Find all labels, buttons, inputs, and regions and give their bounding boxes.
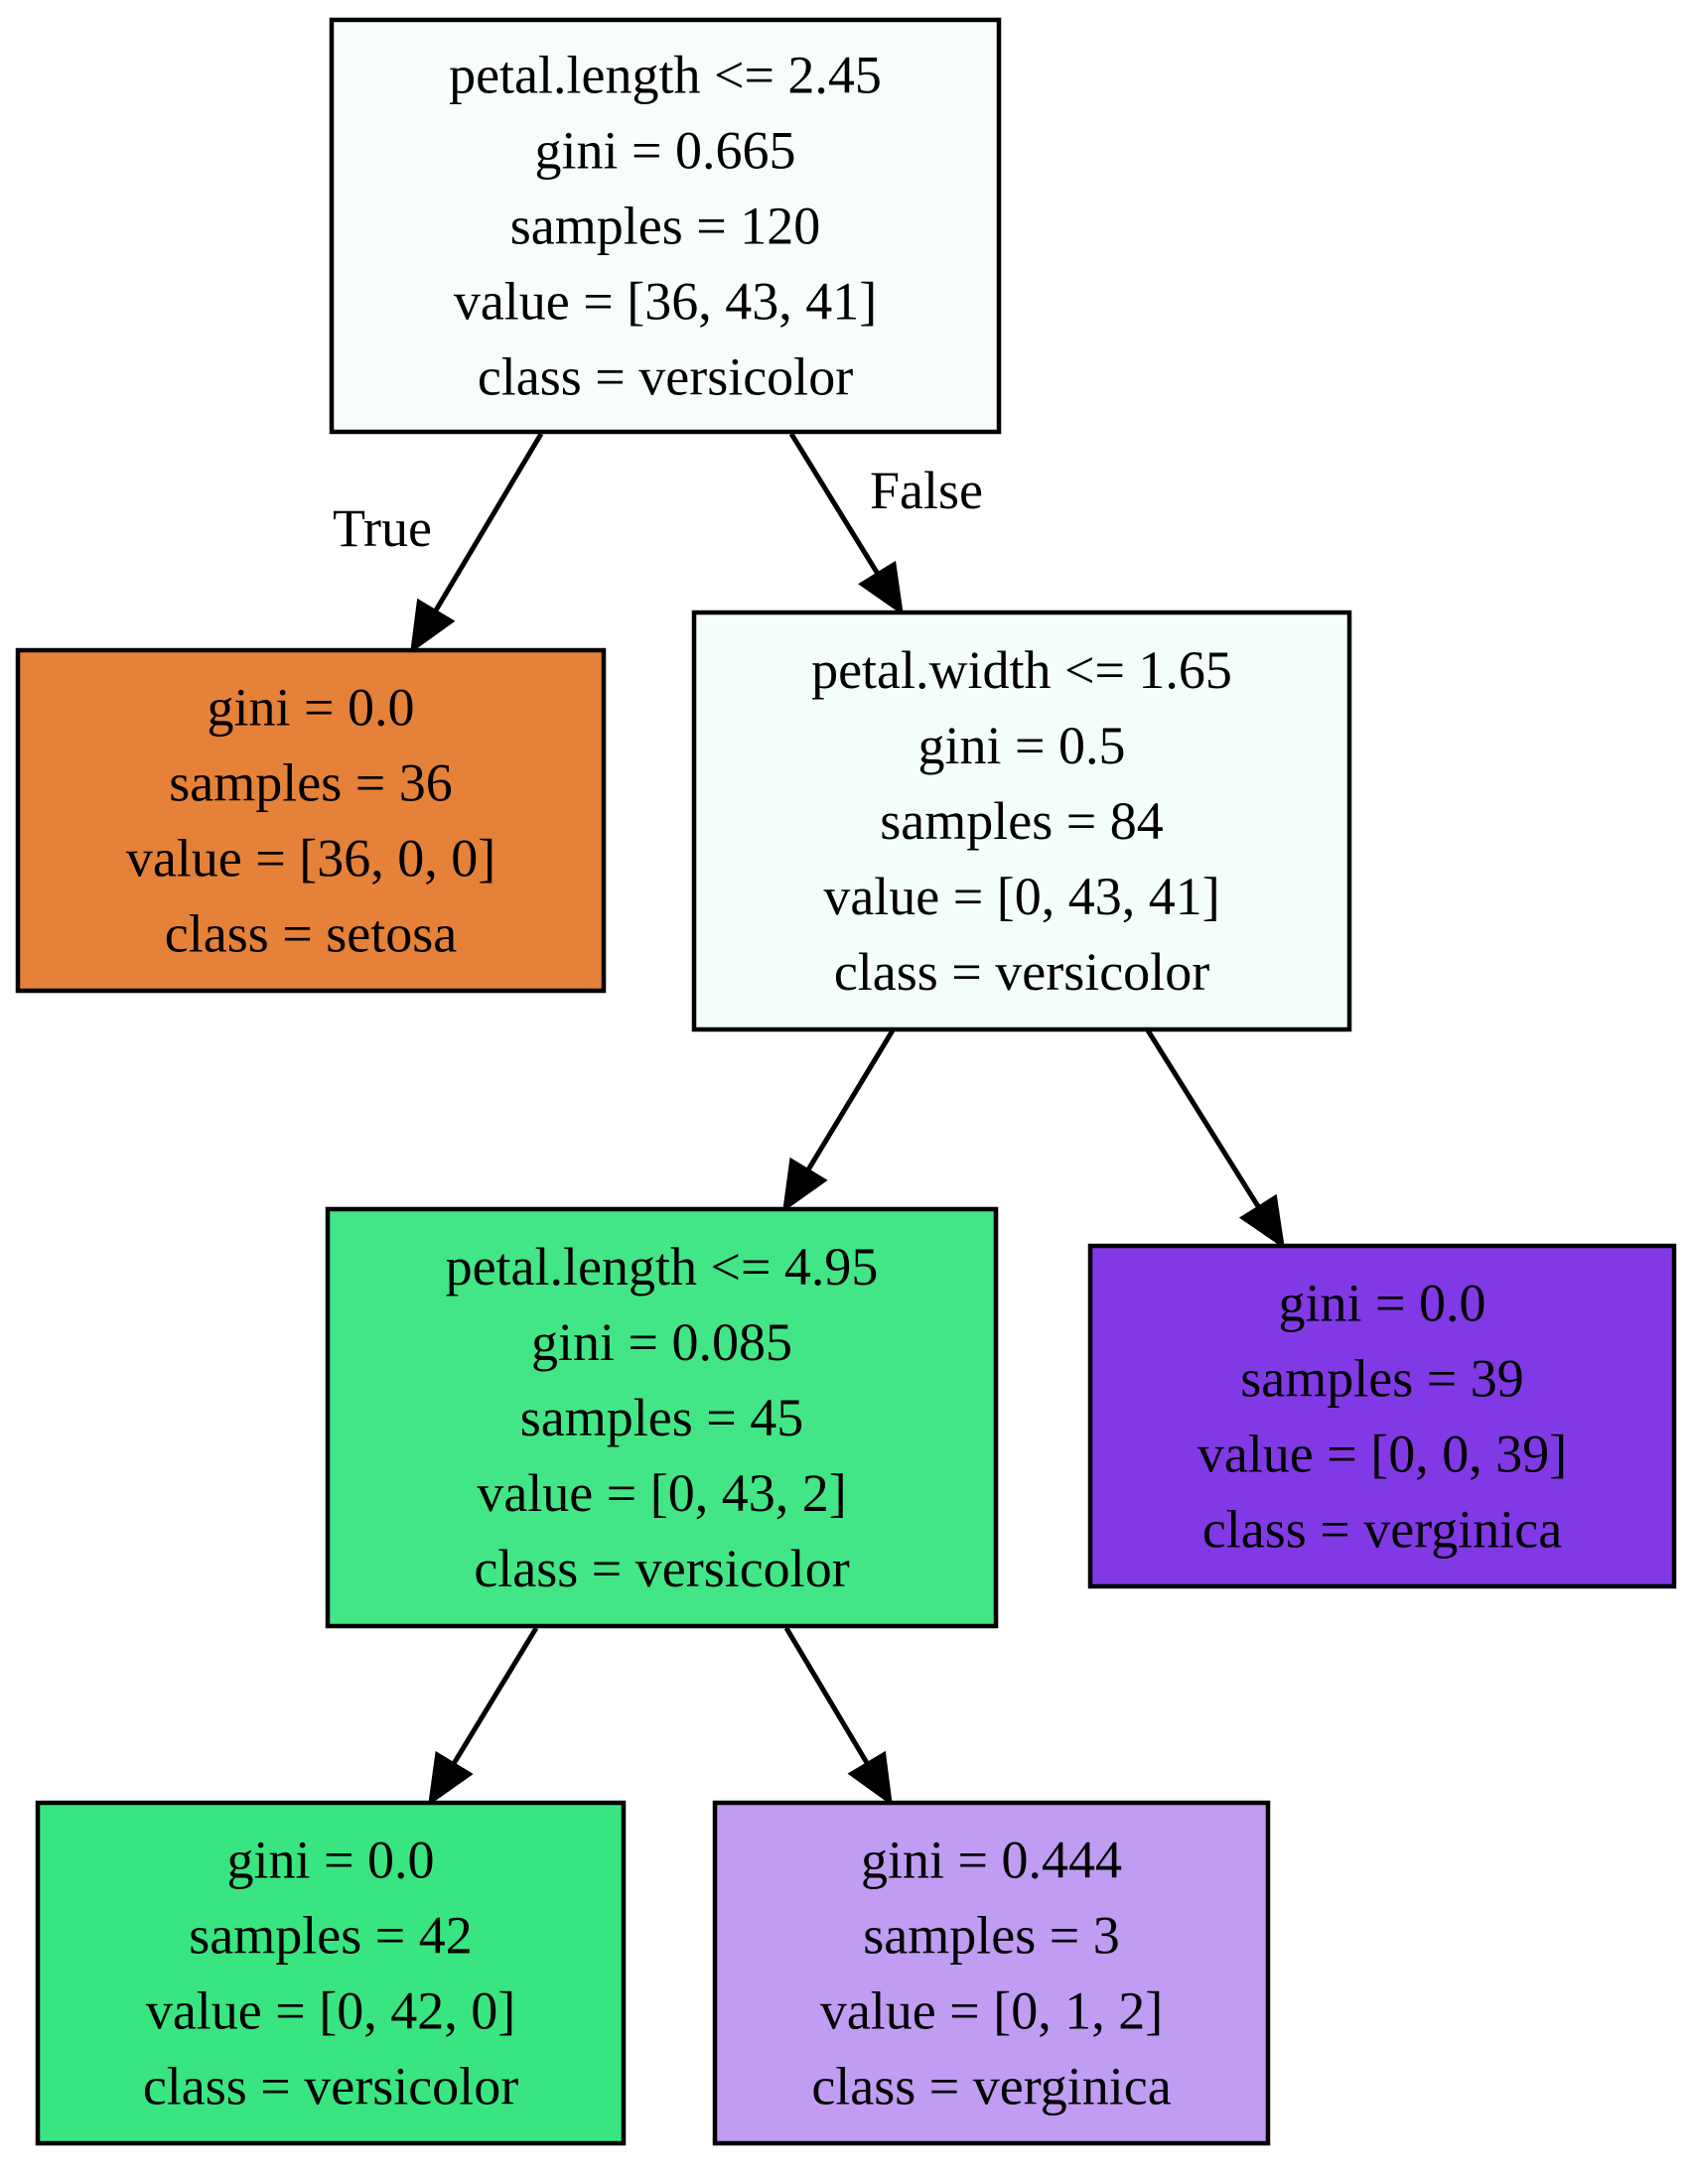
node-line: samples = 45 xyxy=(520,1388,803,1447)
node-line: class = verginica xyxy=(811,2057,1171,2116)
node-line: samples = 36 xyxy=(169,753,452,813)
node-line: class = setosa xyxy=(165,904,457,964)
node-box xyxy=(691,610,1352,1032)
tree-edge xyxy=(428,1626,539,1807)
node-box xyxy=(1087,1243,1677,1589)
edges-layer: True False xyxy=(333,432,1285,1807)
node-box xyxy=(325,1206,999,1629)
node-line: petal.width <= 1.65 xyxy=(811,640,1232,700)
node-line: gini = 0.665 xyxy=(535,121,796,181)
node-line: gini = 0.085 xyxy=(531,1312,792,1372)
node-box xyxy=(35,1800,627,2146)
node-line: samples = 42 xyxy=(189,1906,472,1966)
arrowhead-icon xyxy=(858,560,904,616)
node-line: value = [0, 1, 2] xyxy=(820,1981,1163,2041)
edge-line xyxy=(788,432,880,576)
node-line: samples = 3 xyxy=(863,1906,1119,1966)
tree-edge xyxy=(782,1028,896,1213)
tree-node-verginica-leaf-pure: gini = 0.0 samples = 39 value = [0, 0, 39]… xyxy=(1087,1243,1677,1589)
node-line: class = versicolor xyxy=(834,942,1209,1002)
tree-node-versicolor-leaf-pure: gini = 0.0 samples = 42 value = [0, 42, 0]… xyxy=(35,1800,627,2146)
edge-label: False xyxy=(870,461,983,520)
node-line: value = [0, 43, 41] xyxy=(823,867,1219,926)
node-line: class = versicolor xyxy=(143,2057,518,2116)
node-line: gini = 0.0 xyxy=(1279,1274,1486,1333)
tree-edge xyxy=(783,1626,893,1807)
node-line: value = [0, 0, 39] xyxy=(1197,1425,1567,1484)
tree-node-verginica-leaf-mixed: gini = 0.444 samples = 3 value = [0, 1, 2]… xyxy=(712,1800,1271,2146)
node-line: value = [0, 43, 2] xyxy=(477,1463,846,1523)
node-line: gini = 0.0 xyxy=(208,678,415,738)
node-line: value = [36, 0, 0] xyxy=(126,829,495,888)
node-box xyxy=(329,17,1002,435)
node-line: value = [36, 43, 41] xyxy=(454,272,877,332)
node-line: gini = 0.0 xyxy=(227,1831,435,1890)
arrowhead-icon xyxy=(428,1750,474,1807)
edge-line xyxy=(1145,1028,1261,1209)
node-box xyxy=(712,1800,1271,2146)
edge-line xyxy=(433,432,544,613)
tree-edge: True xyxy=(333,432,544,654)
node-line: gini = 0.5 xyxy=(918,716,1126,775)
node-line: class = verginica xyxy=(1202,1500,1562,1560)
node-line: class = versicolor xyxy=(474,1539,849,1598)
node-line: class = versicolor xyxy=(478,347,853,407)
node-line: value = [0, 42, 0] xyxy=(146,1981,515,2041)
node-line: petal.length <= 2.45 xyxy=(449,46,882,105)
edge-line xyxy=(451,1626,539,1765)
node-line: gini = 0.444 xyxy=(861,1831,1122,1890)
tree-node-petal-width-split: petal.width <= 1.65 gini = 0.5 samples = 8… xyxy=(691,610,1352,1032)
node-line: petal.length <= 4.95 xyxy=(446,1237,879,1297)
edge-line xyxy=(805,1028,896,1171)
edge-line xyxy=(783,1626,870,1765)
edge-label: True xyxy=(333,498,432,558)
node-line: samples = 120 xyxy=(510,197,820,256)
node-line: samples = 84 xyxy=(880,791,1163,851)
tree-node-setosa-leaf: gini = 0.0 samples = 36 value = [36, 0, 0]… xyxy=(15,647,607,994)
tree-node-root: petal.length <= 2.45 gini = 0.665 samples … xyxy=(329,17,1002,435)
arrowhead-icon xyxy=(782,1157,828,1213)
tree-edge: False xyxy=(788,432,983,616)
tree-edge xyxy=(1145,1028,1285,1250)
node-box xyxy=(15,647,607,994)
arrowhead-icon xyxy=(847,1750,893,1807)
nodes-layer: petal.length <= 2.45 gini = 0.665 samples … xyxy=(15,17,1677,2146)
tree-node-petal-length-split-2: petal.length <= 4.95 gini = 0.085 samples … xyxy=(325,1206,999,1629)
arrowhead-icon xyxy=(1238,1193,1285,1250)
node-line: samples = 39 xyxy=(1240,1349,1523,1409)
arrowhead-icon xyxy=(410,598,456,654)
